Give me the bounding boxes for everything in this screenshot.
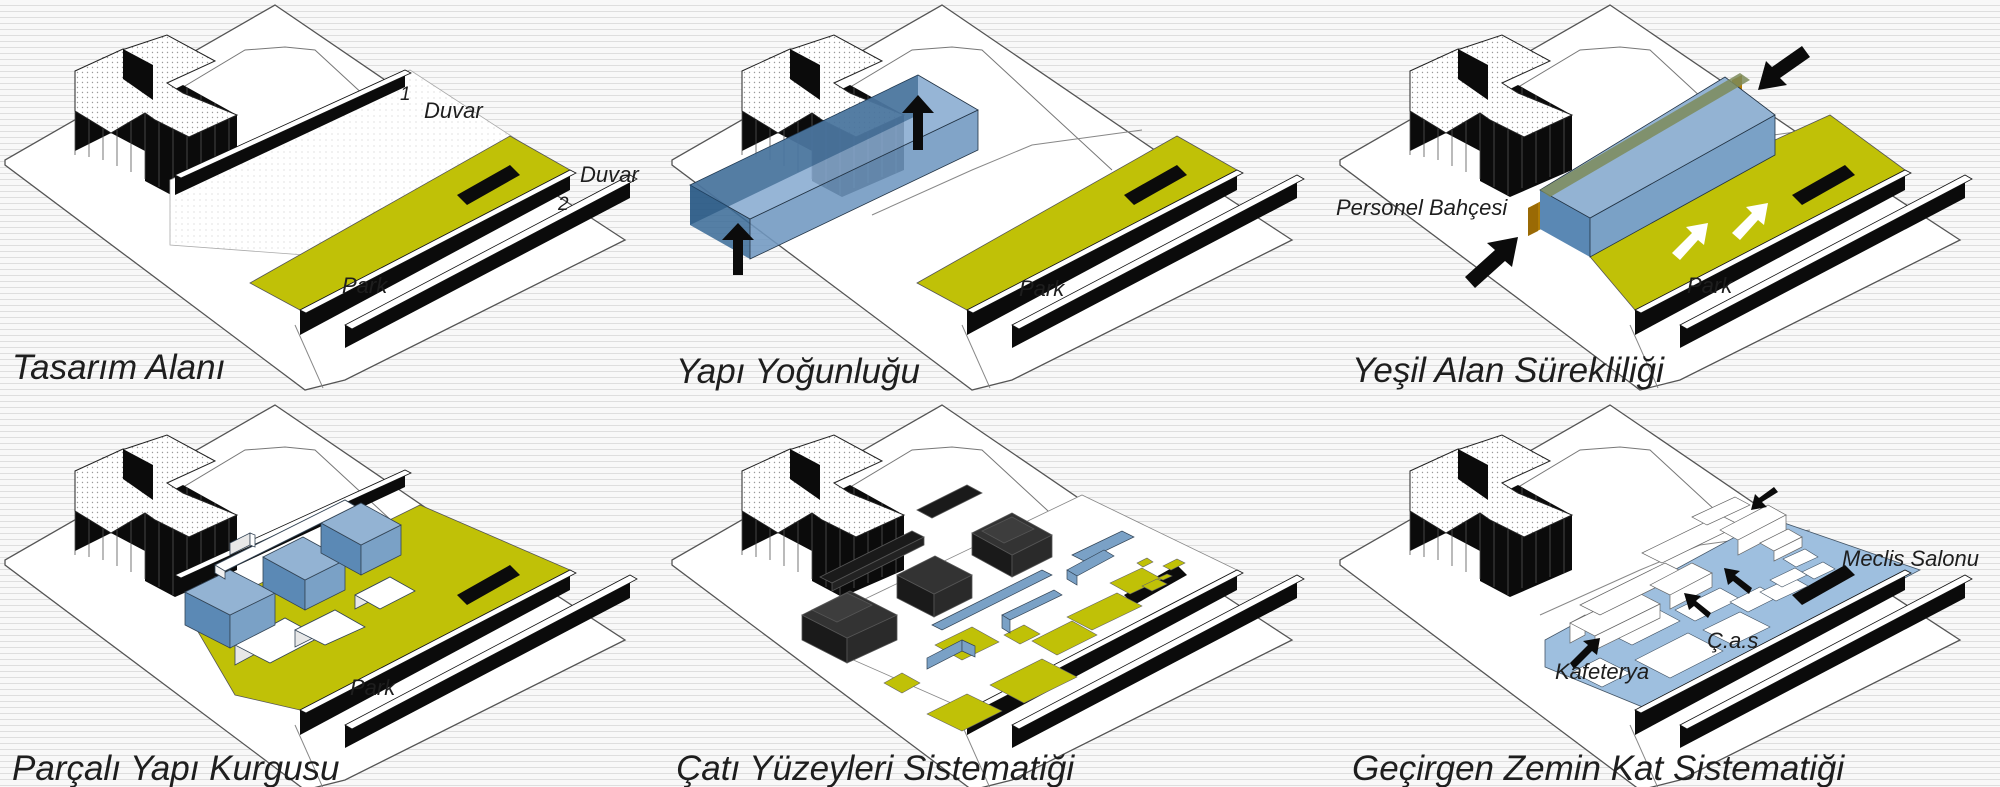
panel-gecirgen-zemin-kat-sistematigi: Meclis Salonu Ç.a.s Kafeterya Geçirgen Z… [1339,404,1979,787]
panel-title: Parçalı Yapı Kurgusu [12,749,340,787]
panel-title: Yeşil Alan Sürekliliği [1352,351,1665,390]
panel-parcali-yapi-kurgusu: Park Parçalı Yapı Kurgusu [4,404,637,787]
park-label: Park [350,675,396,700]
park-label: Park [1687,273,1733,298]
cafeteria-label: Kafeterya [1555,659,1649,684]
panel-title: Yapı Yoğunluğu [676,352,920,391]
panel-title: Tasarım Alanı [12,348,225,387]
park-label: Park [342,273,388,298]
roof-blue-strip [926,530,1135,670]
park-label: Park [1019,276,1065,301]
wall-number-2: 2 [557,194,569,215]
cas-label: Ç.a.s [1707,628,1758,653]
panel-yesil-alan-surekliligi: Personel Bahçesi Park Yeşil Alan Sürekli… [1336,4,1972,391]
arrow-icon [1570,487,1778,669]
panel-tasarim-alani: 1 Duvar Duvar 2 Park Tasarım Alanı [4,4,640,391]
panel-yapi-yogunlugu: Park Yapı Yoğunluğu [671,4,1304,391]
building-outline [1569,496,1803,651]
meeting-hall-label: Meclis Salonu [1842,546,1979,571]
wall-label-2: Duvar [580,162,640,187]
panel-cati-yuzeyleri-sistematigi: Çatı Yüzeyleri Sistematiği [671,404,1304,787]
up-arrow-icon [722,95,934,275]
mass-block [1539,73,1776,258]
building-block [184,499,416,666]
arrow-icon [1465,46,1810,288]
garden-label: Personel Bahçesi [1336,195,1508,220]
panel-title: Geçirgen Zemin Kat Sistematiği [1352,749,1845,787]
building-block [801,484,1053,664]
wall-label-1: Duvar [424,98,484,123]
wall-number-1: 1 [400,84,411,105]
panel-title: Çatı Yüzeyleri Sistematiği [676,749,1075,787]
